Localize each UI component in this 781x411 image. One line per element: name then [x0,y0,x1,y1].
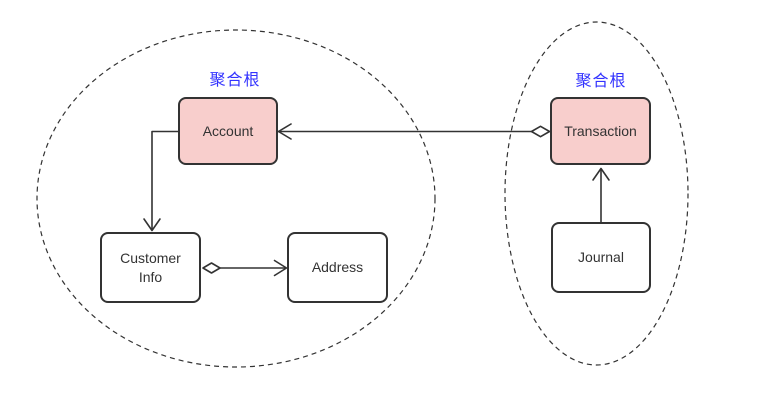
node-transaction: Transaction [550,97,651,165]
right-aggregate-root-label: 聚合根 [575,73,627,90]
arrowhead-at-address-icon [273,259,288,277]
left-aggregate-root-label: 聚合根 [209,72,261,89]
aggregation-diamond-at-customer-info-icon [202,262,221,274]
node-address: Address [287,232,388,303]
aggregation-diamond-at-transaction-icon [530,125,551,138]
node-customer-info: Customer Info [100,232,201,303]
arrowhead-at-transaction-icon [592,167,610,181]
node-transaction-label: Transaction [564,122,637,139]
node-address-label: Address [311,259,364,276]
arrowhead-at-account-icon [277,123,292,140]
edge-account-to-customer-info [151,130,178,230]
node-account-label: Account [202,122,254,139]
left-aggregate-boundary-ellipse [36,29,436,368]
node-journal: Journal [551,222,651,293]
arrowhead-at-customer-info-icon [143,218,161,232]
node-account: Account [178,97,278,165]
right-aggregate-boundary-ellipse [504,21,689,366]
node-journal-label: Journal [578,249,624,266]
node-customer-info-label: Customer Info [120,249,181,285]
